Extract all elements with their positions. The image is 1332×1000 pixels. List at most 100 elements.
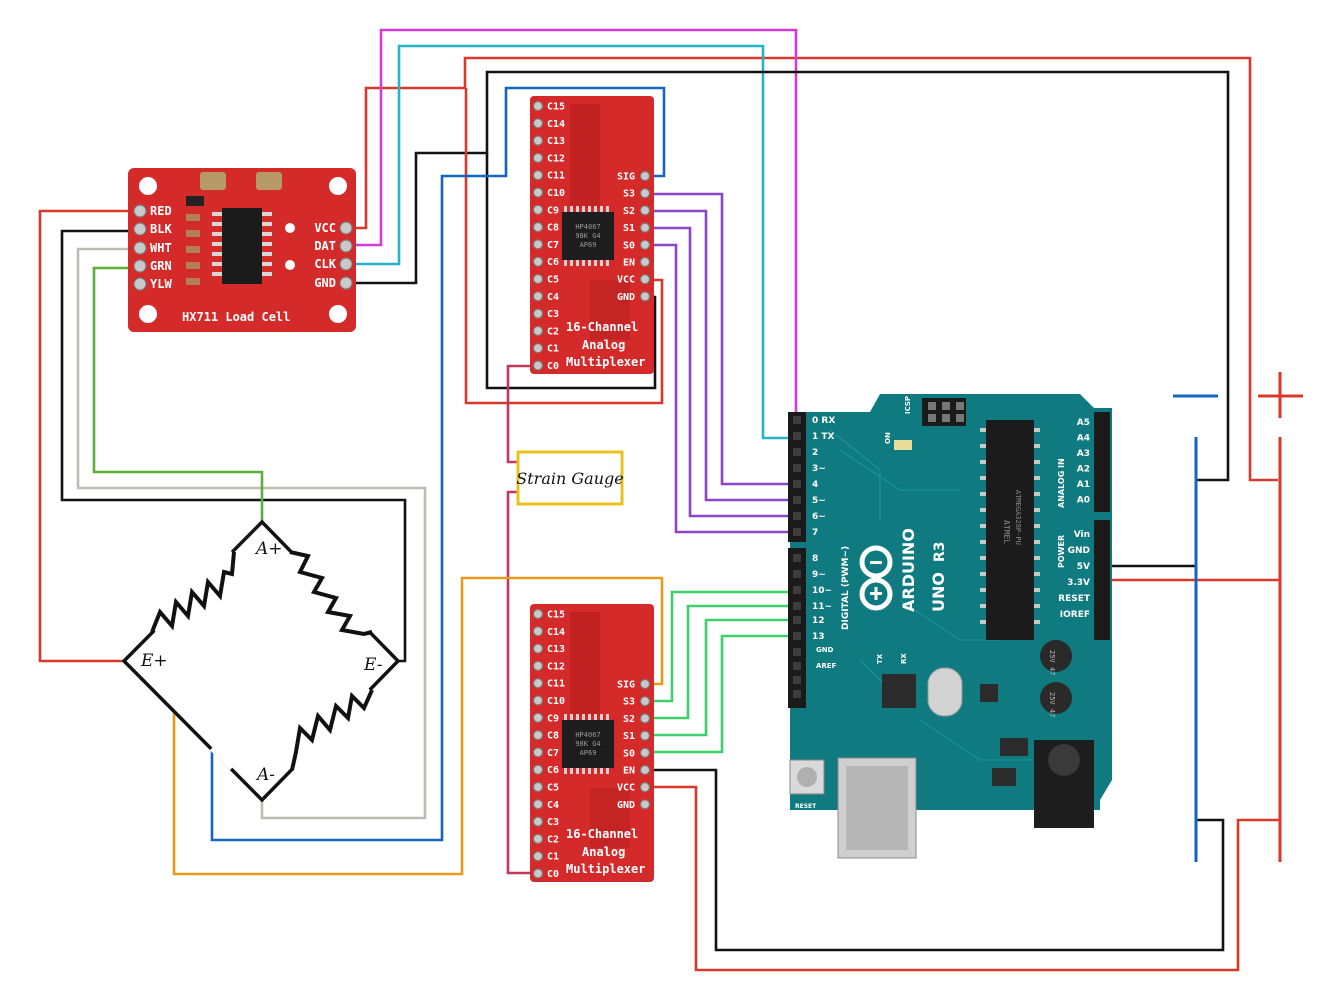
hx711-pin-red[interactable] bbox=[133, 204, 147, 218]
mux-bottom-pin-c1[interactable] bbox=[532, 851, 544, 862]
mux-top-pin-c11[interactable] bbox=[532, 170, 544, 181]
mux-top-pin-c6[interactable] bbox=[532, 256, 544, 267]
arduino-digital-pin-13[interactable] bbox=[793, 632, 801, 640]
mux-bottom-pin-c7[interactable] bbox=[532, 747, 544, 758]
mux-bottom-pin-s0[interactable] bbox=[639, 747, 651, 758]
arduino-digital-pin-3[interactable] bbox=[793, 464, 801, 472]
mux-top-pin-c12[interactable] bbox=[532, 152, 544, 163]
mux-top-pin-c13[interactable] bbox=[532, 135, 544, 146]
arduino-cap-1-text: 25V 47 bbox=[1048, 650, 1056, 675]
mux-bottom-pin-c6[interactable] bbox=[532, 764, 544, 775]
mux-bottom-pin-c4[interactable] bbox=[532, 799, 544, 810]
arduino-digital-pin-10[interactable] bbox=[793, 586, 801, 594]
arduino-mcu-text-2: ATMEGA328P-PU bbox=[1014, 490, 1022, 545]
strain-gauge[interactable]: Strain Gauge bbox=[516, 450, 624, 506]
mux-bottom-label-s3: S3 bbox=[623, 697, 635, 708]
hx711-pin-clk[interactable] bbox=[339, 257, 353, 271]
arduino-digital-pin-11[interactable] bbox=[793, 602, 801, 610]
mux-top-pin-s0[interactable] bbox=[639, 239, 651, 250]
hx711-pin-gnd[interactable] bbox=[339, 276, 353, 290]
mux-bottom-label-c8: C8 bbox=[547, 731, 559, 742]
strain-gauge-label: Strain Gauge bbox=[516, 469, 623, 488]
mux-bottom-pin-s2[interactable] bbox=[639, 713, 651, 724]
hx711-board[interactable]: RED BLK WHT GRN YLW VCC DAT CLK GND HX71… bbox=[128, 168, 356, 332]
hx711-label-wht: WHT bbox=[150, 241, 172, 255]
arduino-aux-pin-2[interactable] bbox=[793, 676, 801, 684]
mux-top-pin-c1[interactable] bbox=[532, 343, 544, 354]
arduino-digital-pin-6[interactable] bbox=[793, 512, 801, 520]
arduino-digital-pin-label-5: 5~ bbox=[812, 496, 826, 506]
wires bbox=[38, 28, 1303, 972]
wire-mux-top-s2 bbox=[645, 209, 796, 502]
arduino-digital-pin-5[interactable] bbox=[793, 496, 801, 504]
mux-top-pin-s3[interactable] bbox=[639, 188, 651, 199]
mux-bottom-pin-c9[interactable] bbox=[532, 712, 544, 723]
mux-bottom-pin-c2[interactable] bbox=[532, 833, 544, 845]
arduino-aux-pin-1[interactable] bbox=[793, 662, 801, 670]
mux-top-pin-c3[interactable] bbox=[532, 308, 544, 319]
hx711-pin-wht[interactable] bbox=[133, 241, 147, 255]
wire-hx711-vcc bbox=[348, 56, 1278, 482]
wire-black-excitation-minus bbox=[60, 229, 407, 663]
mux-top-pin-gnd[interactable] bbox=[639, 291, 651, 302]
arduino-digital-pin-1[interactable] bbox=[793, 432, 801, 440]
mux-bottom-label-c15: C15 bbox=[547, 610, 565, 621]
hx711-pin-vcc[interactable] bbox=[339, 221, 353, 235]
wire-mux-bottom-sig bbox=[172, 576, 664, 876]
arduino-digital-pin-7[interactable] bbox=[793, 528, 801, 536]
mux-top-pin-c4[interactable] bbox=[532, 291, 544, 302]
mux-bottom-pin-s3[interactable] bbox=[639, 696, 651, 707]
arduino-aux-pin-3[interactable] bbox=[793, 690, 801, 698]
mux-bottom-pin-c11[interactable] bbox=[532, 678, 544, 689]
mux-bottom-pin-c10[interactable] bbox=[532, 695, 544, 706]
mux-top-pin-c8[interactable] bbox=[532, 222, 544, 233]
hx711-pin-blk[interactable] bbox=[133, 222, 147, 236]
arduino-digital-pin-0[interactable] bbox=[793, 416, 801, 424]
mux-bottom-pin-c12[interactable] bbox=[532, 660, 544, 672]
arduino-digital-pin-9[interactable] bbox=[793, 570, 801, 578]
mux-top-pin-c2[interactable] bbox=[532, 325, 544, 336]
mux-bottom-pin-en[interactable] bbox=[639, 764, 651, 776]
mux-bottom-pin-sig[interactable] bbox=[639, 678, 651, 690]
hx711-pin-grn[interactable] bbox=[133, 259, 147, 273]
mux-bottom-pin-s1[interactable] bbox=[639, 730, 651, 741]
mux-bottom-pin-c15[interactable] bbox=[532, 608, 544, 620]
arduino-mcu-text-1: ATMEL bbox=[1002, 520, 1011, 544]
mux-top-pin-c5[interactable] bbox=[532, 273, 544, 285]
arduino-digital-pin-8[interactable] bbox=[793, 554, 801, 562]
mux-top-pin-c15[interactable] bbox=[532, 100, 544, 112]
mux-top-pin-vcc[interactable] bbox=[639, 274, 651, 285]
arduino-aref-label: AREF bbox=[816, 662, 837, 670]
mux-top-pin-c9[interactable] bbox=[532, 204, 544, 215]
hx711-pin-dat[interactable] bbox=[339, 239, 353, 253]
mux-top-pin-s1[interactable] bbox=[639, 222, 651, 233]
mux-bottom-pin-c14[interactable] bbox=[532, 626, 544, 637]
arduino-uno[interactable]: ICSP ATMEL ATMEGA328P-PU ARDUINO UNO R3 bbox=[788, 394, 1112, 859]
mux-bottom-pin-c0[interactable] bbox=[532, 868, 544, 879]
mux-bottom-pin-c5[interactable] bbox=[532, 781, 544, 793]
hx711-label-red: RED bbox=[150, 204, 172, 218]
mux-bottom-pin-gnd[interactable] bbox=[639, 799, 651, 810]
mux-bottom-pin-c3[interactable] bbox=[532, 816, 544, 827]
mux-top-pin-c0[interactable] bbox=[532, 360, 544, 371]
mux-bottom-pin-c8[interactable] bbox=[532, 729, 544, 741]
mux-bottom-pin-c13[interactable] bbox=[532, 643, 544, 654]
arduino-pin-labels: 0 RX1 TX23~45~6~789~10~11~1213A5A4A3A2A1… bbox=[812, 416, 1091, 642]
hx711-pin-ylw[interactable] bbox=[133, 277, 147, 291]
mux-bottom-pin-vcc[interactable] bbox=[639, 782, 651, 793]
arduino-analog-header bbox=[1094, 412, 1110, 512]
mux-top[interactable]: HP4067 98K G4 AP69 C15C14C13C12C11C10C9C… bbox=[530, 96, 654, 374]
arduino-aux-pin-0[interactable] bbox=[793, 648, 801, 656]
mux-top-pin-s2[interactable] bbox=[639, 205, 651, 216]
hx711-label-gnd: GND bbox=[314, 276, 336, 290]
mux-top-pin-sig[interactable] bbox=[639, 170, 651, 182]
arduino-digital-pin-4[interactable] bbox=[793, 480, 801, 488]
mux-top-pin-c10[interactable] bbox=[532, 187, 544, 198]
mux-bottom[interactable]: HP4067 98K G4 AP69 C15C14C13C12C11C10C9C… bbox=[530, 604, 654, 882]
arduino-digital-pin-12[interactable] bbox=[793, 616, 801, 624]
mux-top-pin-c7[interactable] bbox=[532, 239, 544, 250]
arduino-digital-pin-2[interactable] bbox=[793, 448, 801, 456]
mux-top-pin-c14[interactable] bbox=[532, 118, 544, 129]
mux-top-pin-en[interactable] bbox=[639, 256, 651, 268]
wire-mux-top-s1 bbox=[645, 226, 796, 518]
